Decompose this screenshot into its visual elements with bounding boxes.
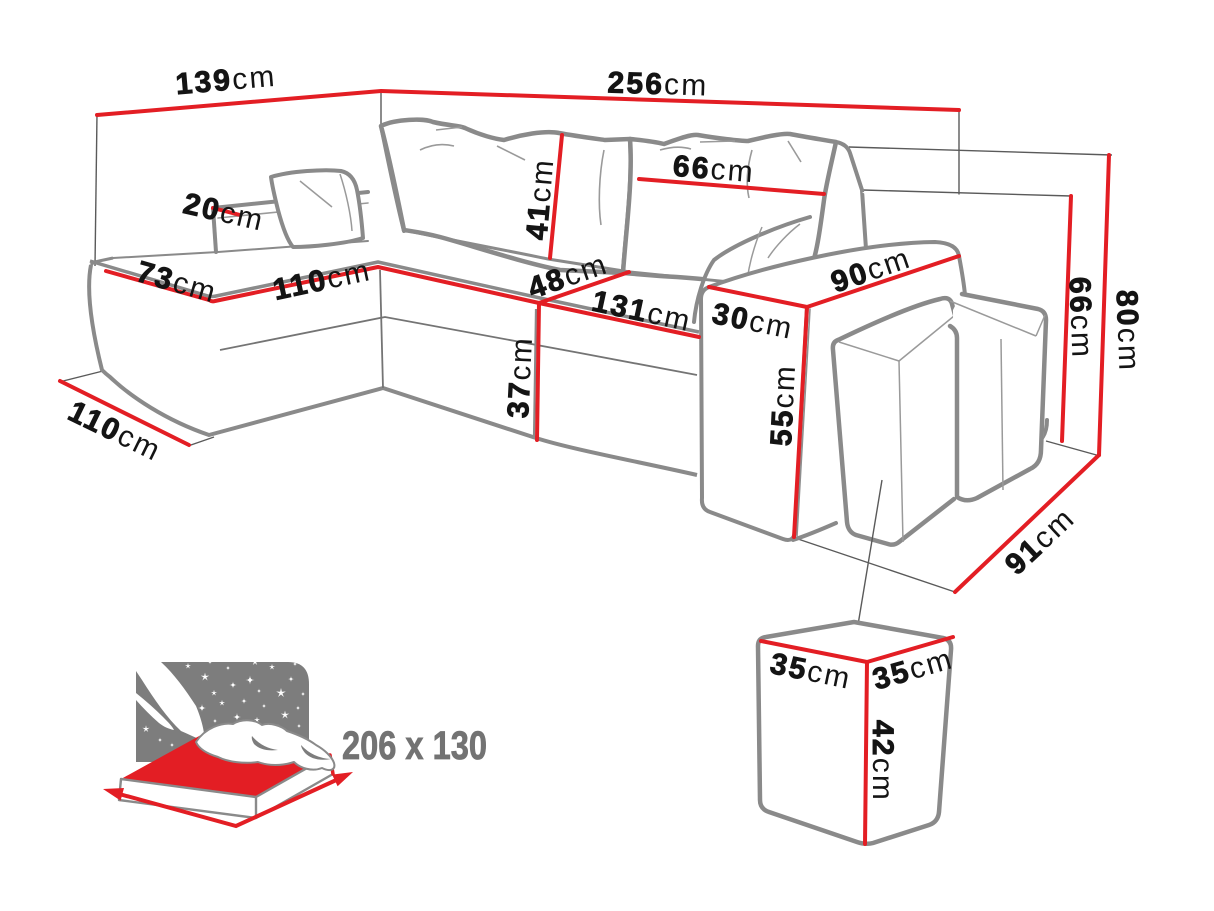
svg-text:80cm: 80cm	[1110, 289, 1146, 372]
svg-text:73cm: 73cm	[133, 255, 221, 309]
svg-text:37cm: 37cm	[501, 335, 538, 419]
svg-text:256cm: 256cm	[607, 66, 709, 102]
svg-text:206 x 130: 206 x 130	[342, 724, 487, 768]
svg-text:41cm: 41cm	[520, 157, 560, 242]
svg-text:35cm: 35cm	[767, 647, 854, 696]
svg-text:55cm: 55cm	[764, 363, 801, 447]
svg-text:139cm: 139cm	[174, 59, 277, 100]
svg-text:66cm: 66cm	[1063, 276, 1099, 359]
svg-text:66cm: 66cm	[672, 149, 757, 188]
svg-text:42cm: 42cm	[867, 720, 900, 802]
